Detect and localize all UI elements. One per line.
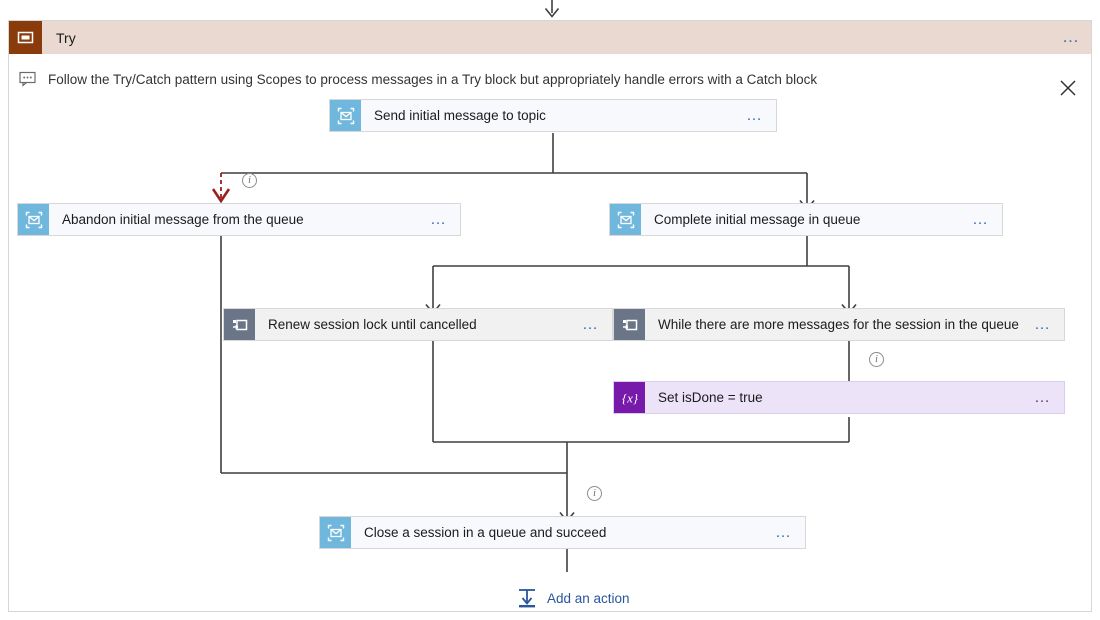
info-icon-close-session-branch[interactable]: i: [587, 486, 602, 501]
scope-comment-text: Follow the Try/Catch pattern using Scope…: [48, 71, 818, 87]
until-loop-icon: [224, 309, 255, 340]
add-an-action-label: Add an action: [547, 590, 630, 606]
action-card-complete-initial-message-in-queue[interactable]: Complete initial message in queue …: [609, 203, 1003, 236]
action-card-label: Abandon initial message from the queue: [62, 212, 304, 227]
action-card-while-there-are-more-messages-for-the-session-in-the-queue[interactable]: While there are more messages for the se…: [613, 308, 1065, 341]
incoming-connector-arrow: [544, 0, 560, 18]
action-card-label: Close a session in a queue and succeed: [364, 525, 607, 540]
service-bus-icon: [610, 204, 641, 235]
incoming-connector-area: [0, 0, 1100, 20]
scope-title: Try: [56, 29, 76, 46]
scope-header[interactable]: Try …: [9, 21, 1091, 54]
action-overflow-menu-button[interactable]: …: [430, 210, 448, 228]
try-scope-container: Try … Follow the Try/Catch pattern using…: [8, 20, 1092, 612]
action-card-send-initial-message-to-topic[interactable]: Send initial message to topic …: [329, 99, 777, 132]
add-an-action-button[interactable]: Add an action: [516, 584, 630, 612]
until-loop-icon: [614, 309, 645, 340]
action-card-close-a-session-in-a-queue-and-succeed[interactable]: Close a session in a queue and succeed …: [319, 516, 806, 549]
service-bus-icon: [330, 100, 361, 131]
action-card-label: Renew session lock until cancelled: [268, 317, 477, 332]
add-action-icon: [519, 589, 535, 608]
action-card-set-isdone-true[interactable]: {x} Set isDone = true …: [613, 381, 1065, 414]
close-icon[interactable]: [1055, 75, 1081, 101]
action-card-label: While there are more messages for the se…: [658, 317, 1019, 332]
action-card-label: Set isDone = true: [658, 390, 763, 405]
action-overflow-menu-button[interactable]: …: [1034, 315, 1052, 333]
svg-text:{x}: {x}: [621, 390, 638, 405]
action-card-renew-session-lock-until-cancelled[interactable]: Renew session lock until cancelled …: [223, 308, 613, 341]
action-card-label: Complete initial message in queue: [654, 212, 861, 227]
scope-comment: Follow the Try/Catch pattern using Scope…: [19, 64, 1079, 94]
info-icon-set-isdone-branch[interactable]: i: [869, 352, 884, 367]
action-overflow-menu-button[interactable]: …: [746, 106, 764, 124]
info-icon-abandon-branch[interactable]: i: [242, 173, 257, 188]
service-bus-icon: [320, 517, 351, 548]
action-card-label: Send initial message to topic: [374, 108, 546, 123]
action-overflow-menu-button[interactable]: …: [1034, 388, 1052, 406]
scope-icon: [9, 21, 42, 54]
action-overflow-menu-button[interactable]: …: [775, 523, 793, 541]
variable-icon: {x}: [614, 382, 645, 413]
scope-overflow-menu-button[interactable]: …: [1062, 27, 1081, 46]
service-bus-icon: [18, 204, 49, 235]
action-card-abandon-initial-message-from-the-queue[interactable]: Abandon initial message from the queue …: [17, 203, 461, 236]
action-overflow-menu-button[interactable]: …: [582, 315, 600, 333]
action-overflow-menu-button[interactable]: …: [972, 210, 990, 228]
comment-icon: [19, 71, 36, 87]
